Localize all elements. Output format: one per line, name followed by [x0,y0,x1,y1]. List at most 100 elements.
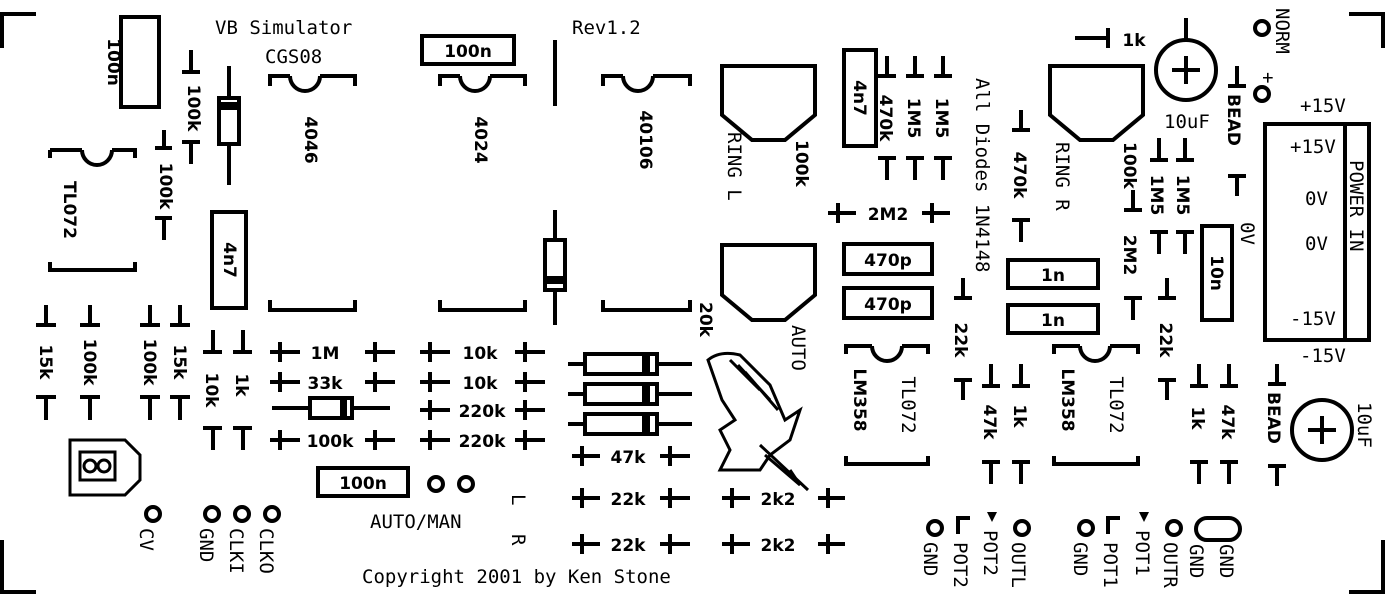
pad-auto-man-1[interactable] [427,475,445,493]
pad-auto-man-2[interactable] [457,475,475,493]
res-22k-b-label: 22k [611,536,647,556]
res-220k-a-label: 220k [459,402,506,422]
gnd-link-pad[interactable] [1194,516,1242,542]
cap-470p-a-label: 470p [864,251,912,271]
cap-4n7-left [210,210,248,310]
res-2m2-b-label: 2M2 [1119,235,1139,276]
pad-outr[interactable] [1165,519,1183,537]
board-revision: Rev1.2 [572,17,641,39]
pad-cv[interactable] [144,505,162,523]
res-2m2-a-label: 2M2 [868,205,909,225]
label-plus: + [1257,72,1279,83]
res-22k-c [954,278,972,400]
res-15k-2-label: 15k [169,345,189,381]
label-outr: OUTR [1159,542,1181,588]
res-470k-b [1012,110,1030,242]
res-33k-label: 33k [308,374,344,394]
cap-100n-left-label: 100n [103,38,123,86]
pad-clki[interactable] [233,505,251,523]
res-470k-b-label: 470k [1009,152,1029,199]
res-1m5-b-label: 1M5 [931,98,951,139]
power-plus15-out: +15V [1300,95,1346,117]
pad-outl[interactable] [1013,519,1031,537]
label-norm: NORM [1271,8,1293,54]
cap-1n-a-label: 1n [1041,266,1065,286]
unicorn-logo [706,351,810,492]
cap-10n [1200,224,1234,322]
ic-lm358-right-label: LM358 [1057,368,1077,431]
pad-norm[interactable] [1253,19,1271,37]
ic-tl072-mid-label: TL072 [897,376,919,433]
pad-gnd-1[interactable] [203,505,221,523]
pad-plus[interactable] [1253,85,1271,103]
res-220k-b-label: 220k [459,432,506,452]
res-col-mid-low [982,364,1030,484]
transformer-ring-r [1048,64,1145,142]
diodes-triple [568,352,692,436]
label-cv: CV [135,528,157,551]
crop-marks [0,12,1385,594]
res-10k-1k-vert [203,330,252,450]
res-col-left [36,305,190,420]
label-auto: AUTO [787,325,809,371]
power-title: POWER IN [1345,160,1367,252]
ic-tl072-left [48,148,137,272]
res-col-right [1150,138,1194,254]
ic-4046-label: 4046 [300,116,320,163]
power-minus15-out: -15V [1300,345,1346,367]
res-100k-ringr-label: 100k [1119,142,1139,189]
label-gnd-pot2: GND [919,542,941,576]
res-1m5-c-label: 1M5 [1146,175,1166,216]
res-2k2-b-label: 2k2 [761,536,796,556]
pad-gnd-pot2[interactable] [926,519,944,537]
pad-clko[interactable] [263,505,281,523]
label-pot2-b: POT2 [979,530,1001,576]
res-100k-1-label: 100k [183,85,203,132]
res-1k-top [1075,28,1110,48]
res-row-block-3 [572,446,690,554]
res-22k-d [1158,278,1176,400]
cap-100n-top [420,34,516,66]
power-connector [1263,122,1371,342]
cap-1n-a [1006,258,1100,290]
board-code: CGS08 [265,46,322,68]
res-row-block-2 [420,342,545,450]
res-10k-b-label: 10k [463,374,499,394]
res-1m5-d-label: 1M5 [1172,175,1192,216]
pot2-arrow [987,512,997,522]
label-ring-l: RING L [723,132,745,201]
diode-center [543,210,567,325]
cap-100n-bottom-label: 100n [339,474,387,494]
pad-gnd-pot1[interactable] [1077,519,1095,537]
transformer-ring-l [720,64,817,142]
res-1k-top-label: 1k [1122,31,1146,51]
bead-lower [1268,364,1286,486]
board-title: VB Simulator [215,17,352,39]
cap-4n7-right-label: 4n7 [849,80,869,116]
bead-upper-label: BEAD [1223,94,1243,146]
diode-left-1 [217,66,241,185]
cap-100n-bottom [316,466,410,498]
cap-10uf-bottom-label: 10uF [1353,402,1375,448]
label-clki: CLKI [225,528,247,574]
res-10k-vert-label: 10k [201,373,221,409]
ic-tl072-right-label: TL072 [1105,376,1127,433]
power-0v-b: 0V [1305,233,1328,255]
res-1k-vert-label: 1k [231,373,251,397]
res-2k2-pair [722,488,845,554]
res-row-block-1 [270,342,395,450]
res-2k2-a-label: 2k2 [761,490,796,510]
cap-100n-left [119,15,161,109]
res-22k-c-label: 22k [950,323,970,359]
label-clko: CLKO [255,528,277,574]
label-auto-man: AUTO/MAN [370,511,462,533]
res-10k-a-label: 10k [463,344,499,364]
cap-470p-b-label: 470p [864,295,912,315]
ic-tl072-right [1052,344,1140,466]
trimmer-footprint [68,438,142,497]
cap-470p-a [842,242,934,276]
ic-lm358-mid-label: LM358 [849,368,869,431]
res-47k-h-label: 47k [611,448,647,468]
res-100k-ringl-label: 100k [791,140,811,187]
